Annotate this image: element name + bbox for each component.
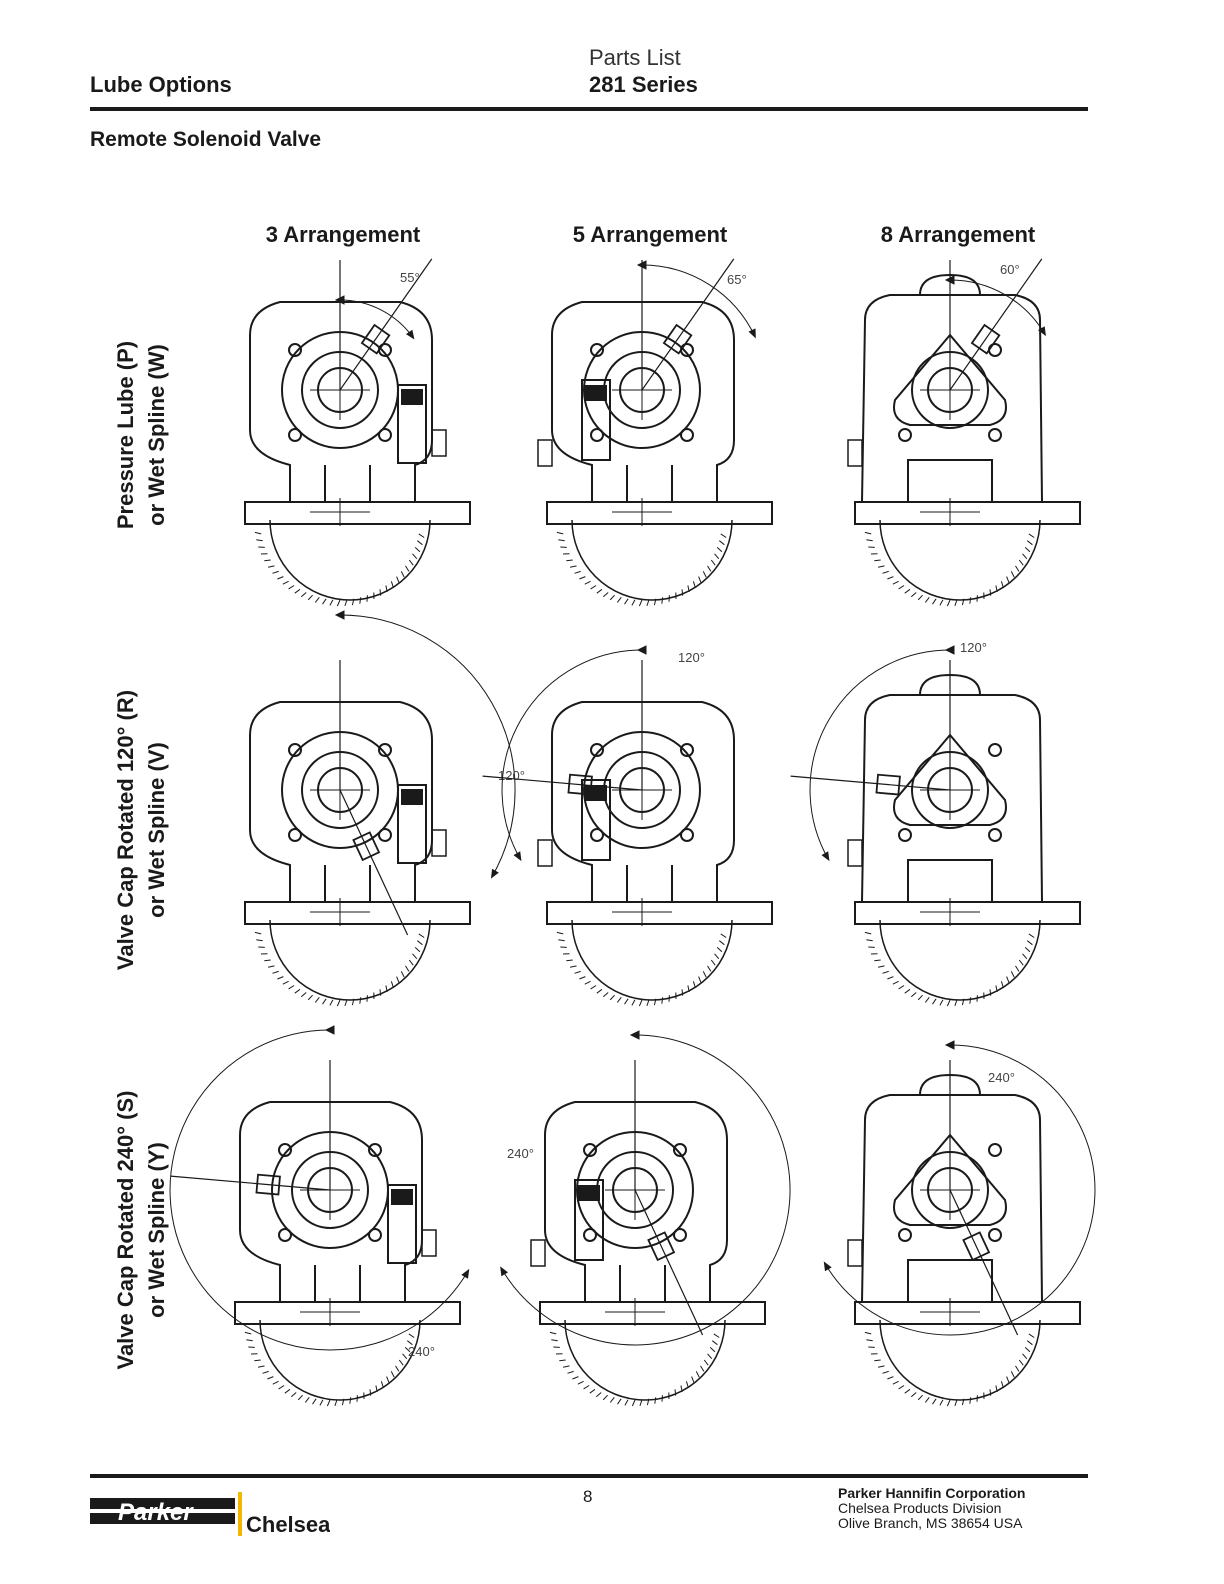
- drawing-5-arrangement-240: 240°: [500, 1030, 805, 1420]
- drawing-body: [244, 258, 471, 607]
- pto-drawing: 120°: [790, 640, 1081, 1007]
- drawing-8-arrangement-240: 240°: [820, 1040, 1120, 1420]
- drawing-8-arrangement-standard: 60°: [820, 240, 1120, 620]
- page-number: 8: [583, 1487, 593, 1506]
- angle-label: 240°: [988, 1070, 1015, 1085]
- angle-label: 240°: [408, 1344, 435, 1359]
- drawing-8-arrangement-120: 120°: [790, 640, 1120, 1020]
- pto-drawing: 240°: [500, 1030, 791, 1407]
- angle-label: 240°: [507, 1146, 534, 1161]
- company-division: Chelsea Products Division: [838, 1500, 1002, 1516]
- company-name: Parker Hannifin Corporation: [838, 1485, 1026, 1501]
- pto-drawing: 60°: [847, 258, 1081, 607]
- chelsea-wordmark: Chelsea: [246, 1512, 330, 1537]
- drawing-3-arrangement-120: 120°: [210, 610, 525, 1020]
- chelsea-logo-bar: [238, 1492, 242, 1536]
- angle-label: 55°: [400, 270, 420, 285]
- column-heading-8: 8 Arrangement: [880, 222, 1036, 247]
- angle-label: 60°: [1000, 262, 1020, 277]
- angle-label: 120°: [960, 640, 987, 655]
- pto-drawing: 120°: [244, 610, 525, 1007]
- pto-drawing: 240°: [823, 1040, 1096, 1407]
- drawing-5-arrangement-120: 120°: [482, 640, 812, 1020]
- drawing-body: [169, 1025, 470, 1407]
- company-info: Parker Hannifin Corporation Chelsea Prod…: [838, 1486, 1025, 1531]
- pto-drawing: 55°: [244, 258, 471, 607]
- series-title: 281 Series: [589, 72, 698, 97]
- drawing-body: [244, 610, 516, 1007]
- pto-drawing: 120°: [482, 645, 773, 1007]
- section-header: Lube Options: [90, 72, 232, 97]
- parker-chelsea-logo: Parker Chelsea: [90, 1492, 330, 1537]
- parker-wordmark: Parker: [118, 1499, 194, 1526]
- drawing-body: [790, 645, 1081, 1007]
- drawing-body: [500, 1030, 791, 1407]
- page-title: Remote Solenoid Valve: [90, 128, 322, 151]
- doc-type: Parts List: [589, 45, 681, 70]
- drawing-3-arrangement-240: 240°: [169, 1025, 500, 1420]
- drawing-body: [537, 258, 773, 607]
- header-rule: [90, 107, 1088, 111]
- row-label-rotated-120: Valve Cap Rotated 120° (R)or Wet Spline …: [113, 689, 169, 971]
- drawing-body: [847, 258, 1081, 607]
- drawing-body: [823, 1040, 1096, 1407]
- row-label-rotated-240: Valve Cap Rotated 240° (S)or Wet Spline …: [113, 1090, 169, 1370]
- drawing-3-arrangement-standard: 55°: [210, 240, 510, 620]
- drawing-body: [482, 645, 773, 1007]
- company-address: Olive Branch, MS 38654 USA: [838, 1515, 1023, 1531]
- angle-label: 120°: [678, 650, 705, 665]
- pto-drawing: 65°: [537, 258, 773, 607]
- row-label-pressure-lube: Pressure Lube (P)or Wet Spline (W): [113, 340, 169, 530]
- pto-drawing: 240°: [169, 1025, 470, 1407]
- column-heading-5: 5 Arrangement: [572, 222, 728, 247]
- footer-rule: [90, 1474, 1088, 1478]
- angle-label: 65°: [727, 272, 747, 287]
- column-heading-3: 3 Arrangement: [265, 222, 421, 247]
- drawing-5-arrangement-standard: 65°: [512, 240, 812, 620]
